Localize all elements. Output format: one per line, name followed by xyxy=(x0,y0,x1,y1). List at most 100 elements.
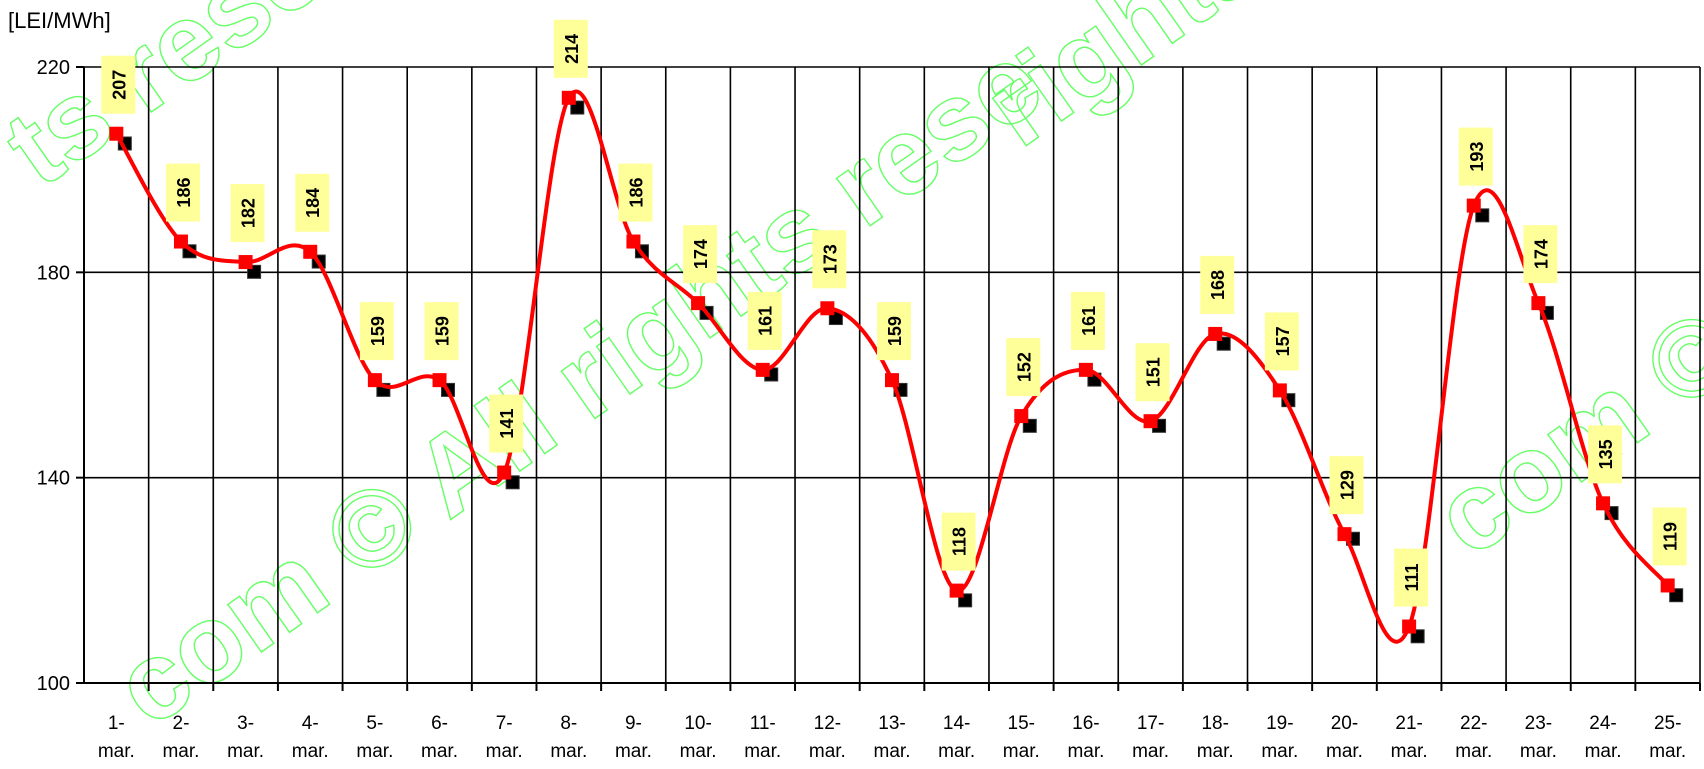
y-tick-label: 180 xyxy=(37,262,70,284)
data-label-bg xyxy=(1135,343,1170,402)
data-label: 186 xyxy=(626,178,646,208)
y-tick-label: 100 xyxy=(37,673,70,695)
data-label: 152 xyxy=(1014,352,1034,382)
data-label: 129 xyxy=(1337,470,1357,500)
data-point xyxy=(1272,383,1287,398)
data-point xyxy=(755,362,770,377)
data-label: 119 xyxy=(1661,522,1681,551)
data-label-bg xyxy=(812,230,847,289)
data-point xyxy=(691,296,706,311)
x-tick-label: mar. xyxy=(938,741,975,762)
data-point xyxy=(561,90,576,105)
data-label-bg xyxy=(747,291,782,350)
x-tick-label: 23- xyxy=(1525,713,1552,734)
data-label-bg xyxy=(230,184,265,243)
data-label-bg xyxy=(1652,507,1687,566)
data-label-bg xyxy=(101,55,136,114)
data-label-bg xyxy=(295,173,330,232)
x-tick-label: mar. xyxy=(615,741,652,762)
x-tick-label: 20- xyxy=(1331,713,1358,734)
data-label: 184 xyxy=(303,188,323,218)
x-tick-label: mar. xyxy=(1326,741,1363,762)
data-point xyxy=(173,234,188,249)
data-label-bg xyxy=(1329,456,1364,515)
x-tick-label: 25- xyxy=(1654,713,1681,734)
data-label: 186 xyxy=(174,178,194,208)
x-tick-label: mar. xyxy=(1391,741,1428,762)
watermark-text: rights rese xyxy=(963,0,1494,170)
data-point xyxy=(1466,198,1481,213)
data-point xyxy=(1402,619,1417,634)
x-tick-label: 3- xyxy=(237,713,254,734)
series xyxy=(109,89,1684,644)
data-label-bg xyxy=(165,163,200,222)
x-tick-label: 22- xyxy=(1460,713,1487,734)
data-point xyxy=(1143,414,1158,429)
data-label-bg xyxy=(1070,291,1105,350)
data-label: 193 xyxy=(1467,142,1487,172)
axes: 1001401802201-mar.2-mar.3-mar.4-mar.5-ma… xyxy=(37,57,1701,762)
x-tick-label: 8- xyxy=(560,713,577,734)
grid xyxy=(83,66,1701,684)
data-label-bg xyxy=(1200,255,1235,314)
data-point xyxy=(820,301,835,316)
data-point xyxy=(432,373,447,388)
data-label: 182 xyxy=(239,198,259,228)
x-tick-label: mar. xyxy=(1197,741,1234,762)
x-tick-label: 5- xyxy=(366,713,383,734)
data-label: 141 xyxy=(497,409,517,439)
data-label: 161 xyxy=(756,306,776,336)
x-tick-label: mar. xyxy=(1585,741,1622,762)
data-label-bg xyxy=(1523,225,1558,284)
data-point xyxy=(1596,496,1611,511)
x-tick-label: 19- xyxy=(1266,713,1293,734)
x-tick-label: mar. xyxy=(356,741,393,762)
data-label: 161 xyxy=(1079,306,1099,336)
x-tick-label: 7- xyxy=(496,713,513,734)
x-tick-label: 16- xyxy=(1072,713,1099,734)
x-tick-label: 18- xyxy=(1201,713,1228,734)
series-line xyxy=(114,89,1670,644)
y-axis-title: [LEI/MWh] xyxy=(8,8,111,33)
x-tick-label: mar. xyxy=(98,741,135,762)
data-point xyxy=(109,126,124,141)
x-tick-label: 17- xyxy=(1137,713,1164,734)
data-label-bg xyxy=(489,394,524,453)
x-tick-label: 10- xyxy=(684,713,711,734)
data-label: 168 xyxy=(1208,270,1228,300)
data-point xyxy=(1337,527,1352,542)
data-point xyxy=(949,583,964,598)
x-tick-label: mar. xyxy=(744,741,781,762)
data-label: 151 xyxy=(1144,357,1164,387)
x-tick-label: mar. xyxy=(421,741,458,762)
x-tick-label: mar. xyxy=(1067,741,1104,762)
data-point xyxy=(238,255,253,270)
x-tick-label: mar. xyxy=(874,741,911,762)
x-tick-label: 14- xyxy=(943,713,970,734)
data-label-bg xyxy=(877,302,911,361)
data-point xyxy=(1078,362,1093,377)
data-label: 174 xyxy=(1531,239,1551,269)
data-label-bg xyxy=(1394,548,1429,607)
x-tick-label: mar. xyxy=(1261,741,1298,762)
x-tick-label: 11- xyxy=(750,713,776,734)
x-tick-label: 13- xyxy=(878,713,905,734)
x-tick-label: mar. xyxy=(809,741,846,762)
x-tick-label: 6- xyxy=(431,713,448,734)
x-tick-label: 9- xyxy=(625,713,642,734)
x-tick-label: 21- xyxy=(1395,713,1422,734)
data-label-bg xyxy=(1264,312,1299,371)
x-tick-label: mar. xyxy=(680,741,717,762)
x-tick-label: mar. xyxy=(550,741,587,762)
x-tick-label: mar. xyxy=(292,741,329,762)
x-tick-label: 1- xyxy=(108,713,125,734)
data-label: 159 xyxy=(368,316,388,346)
x-tick-label: 12- xyxy=(814,713,841,734)
x-tick-label: mar. xyxy=(162,741,199,762)
data-label-bg xyxy=(424,302,459,361)
data-point xyxy=(1208,326,1223,341)
data-label-bg xyxy=(553,19,588,78)
data-label-bg xyxy=(1006,338,1041,397)
